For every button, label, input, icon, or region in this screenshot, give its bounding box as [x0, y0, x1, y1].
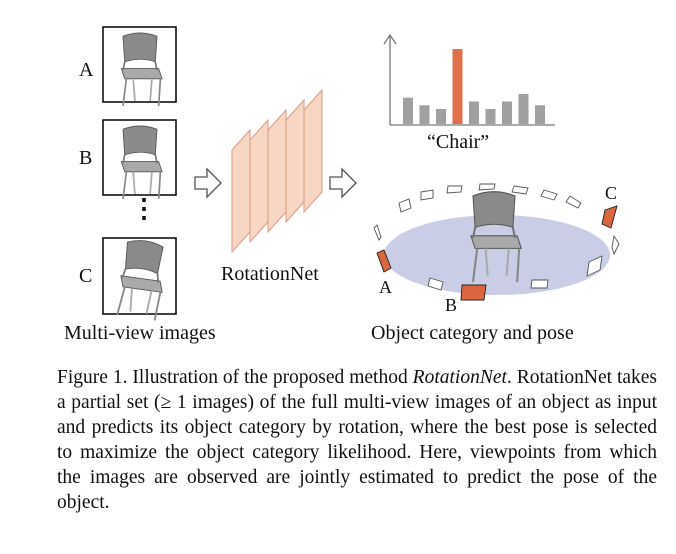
view-label-b: B [79, 147, 93, 169]
viewpoint-a-marker [376, 249, 392, 273]
caption-method: RotationNet [412, 367, 507, 388]
network-label: RotationNet [221, 263, 319, 285]
chart-bar [518, 94, 529, 124]
chart-bar [535, 105, 545, 124]
chart-bar [436, 109, 446, 124]
caption-rest: . RotationNet takes a partial set (≥ 1 i… [57, 367, 658, 513]
rotationnet-layers [231, 88, 323, 254]
chart-label: “Chair” [427, 131, 490, 153]
caption-lead: Illustration of the proposed method [132, 367, 408, 388]
view-image-b [102, 119, 177, 200]
figure-caption: Figure 1. Illustration of the proposed m… [57, 365, 657, 515]
viewpoint-b-marker [460, 284, 487, 301]
chart-bar [469, 101, 479, 124]
category-chart [383, 33, 555, 126]
ellipsis: ⋮ [131, 194, 157, 223]
viewpoint-label-c: C [605, 183, 618, 203]
view-image-c [102, 237, 177, 322]
viewpoint-label-b: B [445, 295, 458, 315]
chart-bar [452, 49, 463, 124]
view-image-a [102, 26, 177, 107]
chart-bar [419, 105, 430, 124]
viewpoint-c-marker [601, 205, 618, 229]
chart-bar [485, 109, 496, 124]
chart-bar [403, 97, 413, 124]
right-caption: Object category and pose [371, 322, 574, 344]
viewpoint-label-a: A [379, 277, 392, 297]
caption-figure: Figure 1. [57, 367, 128, 388]
left-caption: Multi-view images [64, 322, 216, 344]
chart-bar [502, 101, 512, 124]
view-label-c: C [79, 265, 93, 287]
diagram-canvas [102, 26, 620, 322]
pose-illustration [373, 183, 620, 301]
arrow-icon [194, 167, 222, 199]
view-label-a: A [79, 59, 94, 81]
arrow-icon [329, 167, 357, 199]
